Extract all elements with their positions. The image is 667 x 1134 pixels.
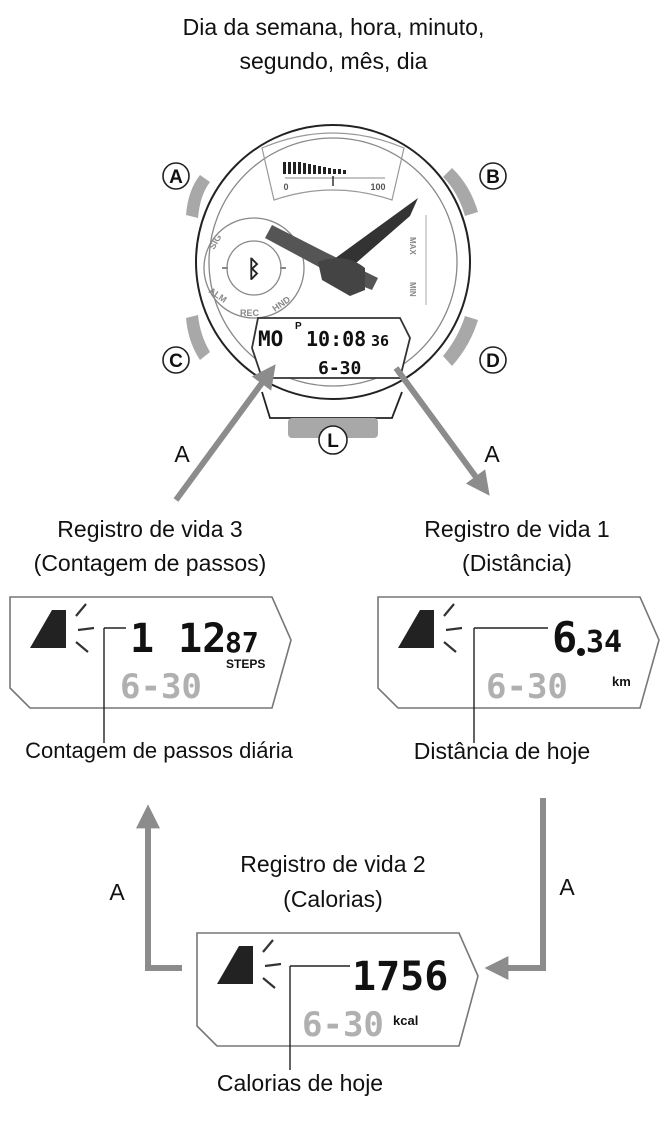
screen2-unit: kcal <box>393 1013 418 1028</box>
button-d-shape <box>443 316 478 366</box>
screen3-title1: Registro de vida 3 <box>57 516 243 542</box>
arrow-label-right: A <box>559 874 575 900</box>
button-d-label: D <box>486 351 500 372</box>
scale-min: 0 <box>283 182 288 192</box>
watch-bezel <box>208 137 458 387</box>
arrow-label-left: A <box>109 879 125 905</box>
screen1-value-small: 34 <box>586 625 622 660</box>
screen3-date: 6-30 <box>120 667 202 707</box>
button-a-shape <box>186 175 210 218</box>
side-max: MAX <box>408 237 417 255</box>
arrow-watch-to-screen1 <box>393 366 490 496</box>
screen3-value-small: 87 <box>225 626 259 659</box>
lcd-date: 6-30 <box>318 358 361 379</box>
lcd-time: 10:08 <box>306 327 366 351</box>
screen2-date: 6-30 <box>302 1005 384 1045</box>
title-line1: Dia da semana, hora, minuto, <box>182 14 485 40</box>
screen1-title2: (Distância) <box>462 550 572 576</box>
distance-steps-icon <box>398 610 434 648</box>
lcd-seconds: 36 <box>371 332 389 350</box>
screen2-value: 1756 <box>352 954 448 1000</box>
screen2-title1: Registro de vida 2 <box>240 851 426 877</box>
arrow-label-top-left: A <box>174 441 190 467</box>
top-window <box>261 132 405 201</box>
screen2-lcd: 1756 6-30 kcal <box>196 932 479 1070</box>
arrow-screen2-to-screen3 <box>136 804 182 971</box>
screen1-value-big: 6 <box>552 613 577 662</box>
button-c-shape <box>186 315 210 360</box>
ring-label-rec: REC <box>240 308 260 318</box>
screen1-decimal-point <box>577 648 585 656</box>
arrows <box>136 364 546 980</box>
screen1-title1: Registro de vida 1 <box>424 516 610 542</box>
scale-max: 100 <box>370 182 385 192</box>
minute-hand <box>330 198 418 270</box>
screen1-caption: Distância de hoje <box>413 738 591 764</box>
steps-icon <box>30 610 66 648</box>
arrow-screen1-to-screen2 <box>484 798 546 980</box>
button-l-label: L <box>327 431 339 452</box>
button-b-shape <box>443 168 478 216</box>
screen3-value-big: 1 12 <box>130 616 226 662</box>
title-line2: segundo, mês, dia <box>239 48 428 74</box>
screen3-title2: (Contagem de passos) <box>33 550 267 576</box>
top-gauge <box>283 162 385 186</box>
screen1-unit: km <box>612 674 631 689</box>
button-b-label: B <box>486 167 500 188</box>
lcd-day: MO <box>258 327 283 351</box>
arrow-label-top-right: A <box>484 441 500 467</box>
bluetooth-icon: ᛒ <box>247 256 261 283</box>
hand-hub <box>318 258 365 296</box>
button-c-label: C <box>169 351 183 372</box>
lcd-pm: P <box>295 321 302 332</box>
arrow-screen3-to-watch <box>173 364 276 502</box>
screen3-unit: STEPS <box>226 657 265 671</box>
screen1-date: 6-30 <box>486 667 568 707</box>
calories-steps-icon <box>217 946 253 984</box>
button-a-label: A <box>169 167 183 188</box>
side-min: MIN <box>408 282 417 297</box>
screen1-lcd: 6 34 km 6-30 <box>377 596 660 743</box>
button-letters: A B C D L <box>162 162 507 455</box>
screen2-title2: (Calorias) <box>283 886 383 912</box>
screen3-lcd: 1 12 87 STEPS 6-30 <box>9 596 292 743</box>
watch: 0 100 ᛒ SIG ALM REC HND MAX MIN P MO 10:… <box>186 124 478 438</box>
screen2-caption: Calorias de hoje <box>216 1070 384 1096</box>
left-subdial-outer <box>203 217 305 319</box>
screen3-caption: Contagem de passos diária <box>25 738 293 763</box>
